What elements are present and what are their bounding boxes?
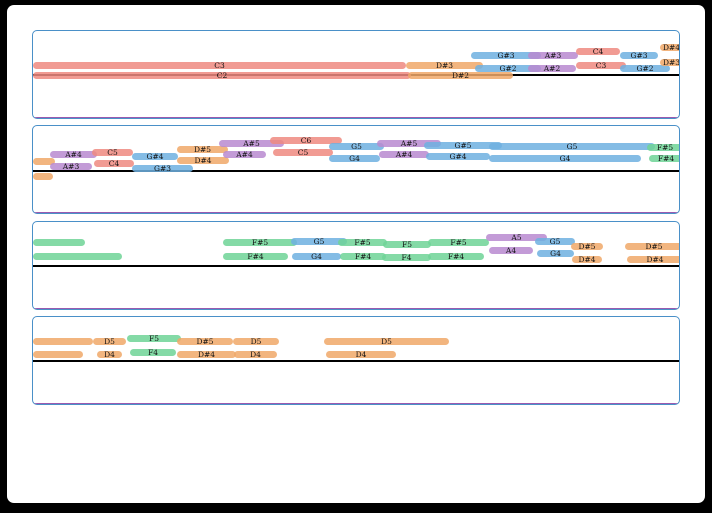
- note-bar[interactable]: [50, 151, 97, 158]
- note-bar[interactable]: [428, 253, 484, 260]
- note-bar[interactable]: [326, 351, 396, 358]
- note-bar[interactable]: [537, 250, 574, 257]
- note-bar[interactable]: [382, 254, 431, 261]
- note-bar[interactable]: [132, 165, 193, 172]
- note-bar[interactable]: [489, 247, 533, 254]
- note-bar[interactable]: [33, 72, 411, 79]
- note-bar[interactable]: [33, 351, 83, 358]
- note-bar[interactable]: [338, 239, 387, 246]
- note-bar[interactable]: [234, 351, 277, 358]
- note-bar[interactable]: [424, 142, 502, 149]
- note-bar[interactable]: [92, 149, 133, 156]
- note-bar[interactable]: [406, 62, 483, 69]
- staff-border: [33, 117, 679, 118]
- note-bar[interactable]: [270, 137, 342, 144]
- note-bar[interactable]: [97, 351, 122, 358]
- staff-border: [33, 308, 679, 309]
- note-bar[interactable]: [340, 253, 386, 260]
- staff-border: [33, 212, 679, 213]
- staff-midline: [33, 170, 679, 172]
- note-bar[interactable]: [428, 239, 489, 246]
- note-bar[interactable]: [471, 52, 541, 59]
- note-bar[interactable]: [127, 335, 181, 342]
- note-bar[interactable]: [572, 256, 602, 263]
- note-bar[interactable]: [219, 140, 284, 147]
- staff-border: [33, 403, 679, 404]
- note-bar[interactable]: [233, 338, 279, 345]
- note-bar[interactable]: [660, 59, 679, 66]
- note-bar[interactable]: [292, 253, 341, 260]
- note-bar[interactable]: [177, 146, 228, 153]
- staff-midline: [33, 265, 679, 267]
- note-bar[interactable]: [50, 163, 92, 170]
- note-bar[interactable]: [33, 173, 53, 180]
- note-bar[interactable]: [324, 338, 449, 345]
- note-bar[interactable]: [649, 155, 679, 162]
- note-bar[interactable]: [223, 151, 266, 158]
- note-bar[interactable]: [93, 338, 126, 345]
- note-bar[interactable]: [475, 65, 541, 72]
- note-bar[interactable]: [94, 160, 134, 167]
- note-bar[interactable]: [177, 157, 229, 164]
- note-bar[interactable]: [130, 349, 176, 356]
- note-bar[interactable]: [528, 52, 578, 59]
- note-bar[interactable]: [620, 65, 670, 72]
- note-bar[interactable]: [33, 62, 406, 69]
- staff-midline: [33, 360, 679, 362]
- note-bar[interactable]: [33, 253, 122, 260]
- note-bar[interactable]: [177, 351, 236, 358]
- note-bar[interactable]: [273, 149, 333, 156]
- note-bar[interactable]: [489, 155, 641, 162]
- note-bar[interactable]: [377, 140, 441, 147]
- note-bar[interactable]: [660, 44, 679, 51]
- note-bar[interactable]: [132, 153, 178, 160]
- note-bar[interactable]: [291, 238, 347, 245]
- note-bar[interactable]: [627, 256, 679, 263]
- note-bar[interactable]: [329, 155, 380, 162]
- note-bar[interactable]: [408, 72, 513, 79]
- note-bar[interactable]: [647, 144, 679, 151]
- note-bar[interactable]: [329, 143, 384, 150]
- note-bar[interactable]: [576, 48, 620, 55]
- note-bar[interactable]: [535, 238, 575, 245]
- note-bar[interactable]: [426, 153, 490, 160]
- note-bar[interactable]: [528, 65, 576, 72]
- note-bar[interactable]: [576, 62, 626, 69]
- note-bar[interactable]: [489, 143, 655, 150]
- note-bar[interactable]: [177, 338, 233, 345]
- note-bar[interactable]: [571, 243, 603, 250]
- note-bar[interactable]: [383, 241, 431, 248]
- note-bar[interactable]: [625, 243, 679, 250]
- note-bar[interactable]: [486, 234, 547, 241]
- note-bar[interactable]: [33, 239, 85, 246]
- note-bar[interactable]: [33, 338, 93, 345]
- note-bar[interactable]: [379, 151, 429, 158]
- note-bar[interactable]: [620, 52, 658, 59]
- note-bar[interactable]: [223, 253, 288, 260]
- note-bar[interactable]: [33, 158, 55, 165]
- note-bar[interactable]: [223, 239, 297, 246]
